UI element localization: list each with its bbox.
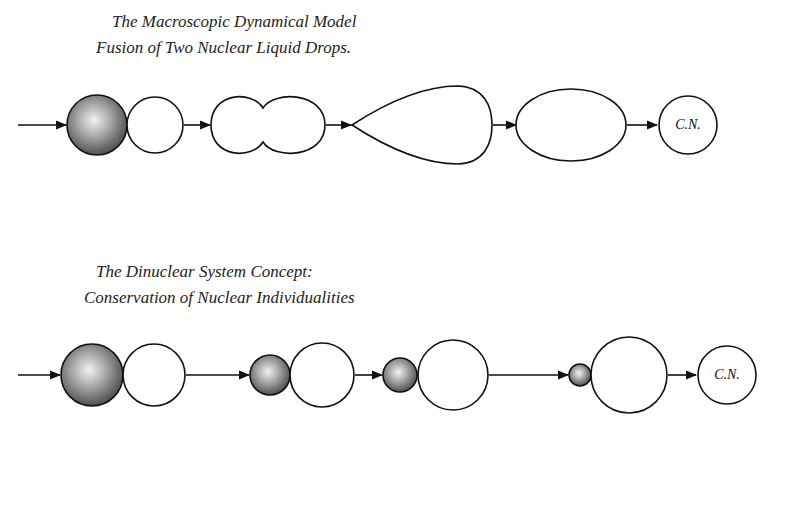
- process-arrow: [326, 124, 351, 126]
- node-label: C.N.: [714, 367, 740, 383]
- heading-text: Fusion of Two Nuclear Liquid Drops.: [96, 38, 351, 58]
- process-arrow: [489, 374, 568, 376]
- heading-text: The Macroscopic Dynamical Model: [112, 12, 356, 32]
- heavy-fragment: [591, 337, 667, 413]
- process-arrow: [493, 124, 516, 126]
- light-fragment: [383, 358, 417, 392]
- light-fragment: [569, 364, 591, 386]
- target-nucleus: [123, 344, 185, 406]
- pear-shape: [352, 86, 492, 164]
- process-arrow: [18, 374, 60, 376]
- heading-text: Conservation of Nuclear Individualities: [84, 288, 355, 308]
- neck-shape: [211, 97, 325, 154]
- process-arrow: [18, 124, 66, 126]
- heading-text: The Dinuclear System Concept:: [96, 262, 313, 282]
- process-arrow: [186, 374, 249, 376]
- light-fragment: [250, 355, 290, 395]
- node-label: C.N.: [675, 117, 701, 133]
- process-arrow: [668, 374, 696, 376]
- ellipsoid-shape: [516, 89, 626, 161]
- target-nucleus: [127, 97, 183, 153]
- compound-nucleus: C.N.: [697, 345, 757, 405]
- heavy-fragment: [418, 340, 488, 410]
- process-arrow: [355, 374, 382, 376]
- heavy-fragment: [290, 343, 354, 407]
- projectile-nucleus: [67, 95, 127, 155]
- process-arrow: [627, 124, 657, 126]
- process-arrow: [184, 124, 210, 126]
- compound-nucleus: C.N.: [658, 95, 718, 155]
- projectile-nucleus: [61, 344, 123, 406]
